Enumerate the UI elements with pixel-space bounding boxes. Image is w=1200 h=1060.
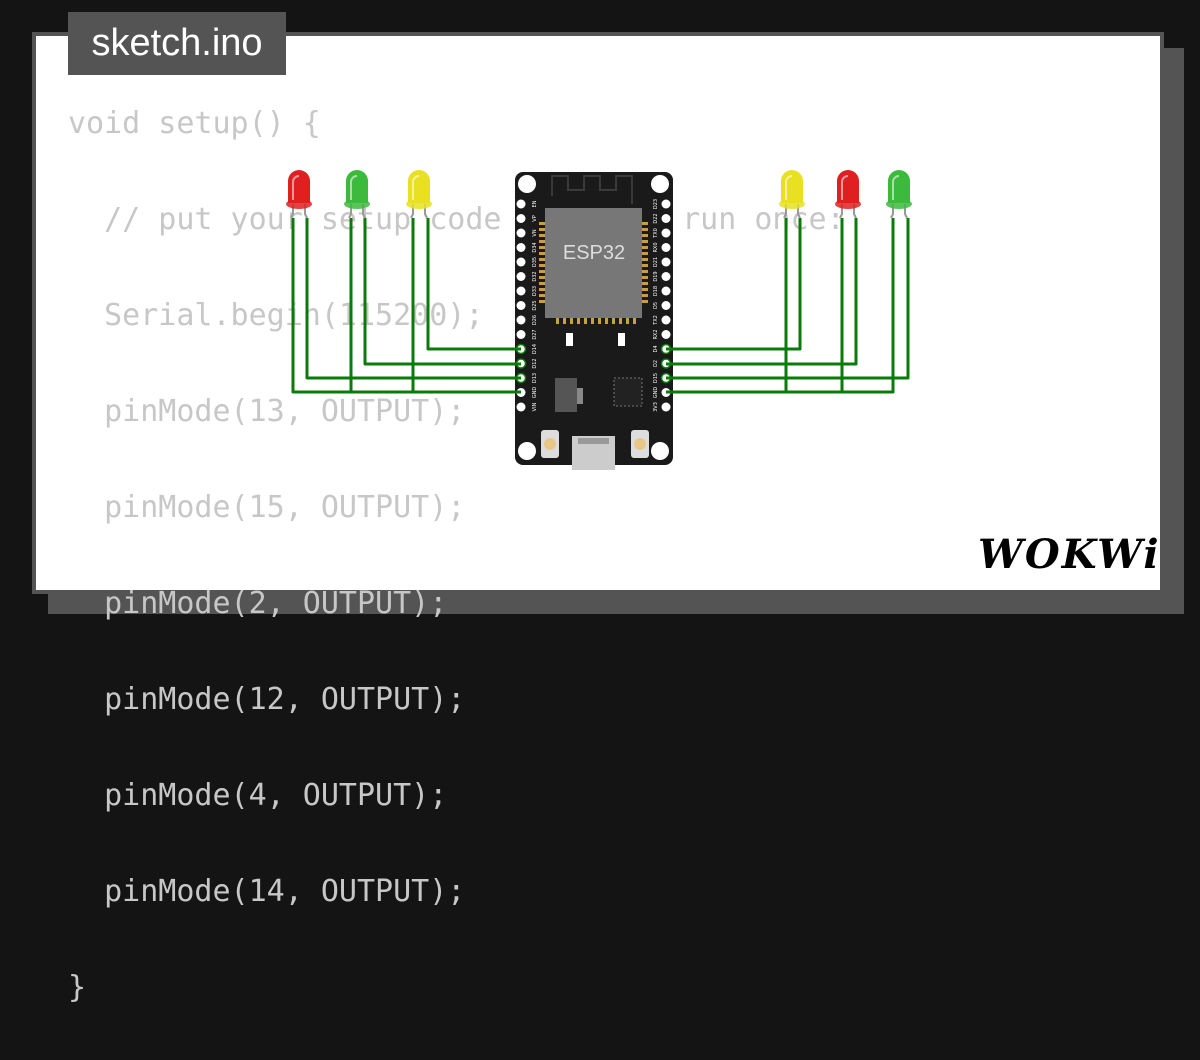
esp32-board[interactable]: ESP32 ENVPVND34D35D32D33D25D26D27D14D12D… [515,172,673,470]
pin-right-3v3[interactable] [661,402,671,412]
pin-label: D26 [532,315,538,325]
pin-label: D13 [532,373,538,383]
pin-label: TX0 [653,228,659,239]
pin-left-d26[interactable] [516,315,526,325]
pin-label: D32 [532,271,538,281]
pin-right-d22[interactable] [661,214,671,223]
pin-left-d35[interactable] [516,257,526,267]
pin-right-d18[interactable] [661,286,671,296]
pin-left-en[interactable] [516,199,526,209]
pin-label: D18 [653,286,659,296]
pin-label: D35 [532,257,538,267]
code-line: pinMode(4, OUTPUT); [68,778,448,813]
led-yellow[interactable] [406,170,432,219]
pin-right-rx2[interactable] [661,330,671,339]
pin-left-vp[interactable] [516,214,526,223]
pin-label: D34 [532,242,538,252]
pin-left-vin[interactable] [516,402,526,412]
en-button[interactable] [541,430,559,458]
pin-label: D4 [653,345,659,352]
led-yellow[interactable] [779,170,805,219]
pin-left-d27[interactable] [516,330,526,339]
pin-label: D25 [532,300,538,310]
pin-label: 3V3 [653,402,659,412]
pin-label: VIN [532,402,538,411]
pin-label: D33 [532,286,538,296]
led-red[interactable] [835,170,861,219]
pin-left-d33[interactable] [516,286,526,296]
pin-label: D27 [532,329,538,339]
pin-label: D14 [532,344,538,354]
file-tab[interactable]: sketch.ino [68,12,286,75]
pin-right-d5[interactable] [661,301,671,310]
pin-left-d34[interactable] [516,243,526,252]
pin-label: RX0 [653,242,659,252]
pin-right-d23[interactable] [661,199,671,209]
pin-label: D21 [653,257,659,267]
boot-button[interactable] [631,430,649,458]
pin-label: RX2 [653,329,659,339]
code-line: void setup() { [68,106,321,141]
code-line: pinMode(14, OUTPUT); [68,874,466,909]
pin-right-rx0[interactable] [661,243,671,252]
code-line: pinMode(13, OUTPUT); [68,394,466,429]
pin-left-vn[interactable] [516,228,526,238]
code-line: pinMode(15, OUTPUT); [68,490,466,525]
pin-label: TX2 [653,315,659,326]
chip-label: ESP32 [563,242,625,264]
code-line: pinMode(2, OUTPUT); [68,586,448,621]
pin-label: D22 [653,213,659,223]
led-red[interactable] [286,170,312,219]
pin-left-d32[interactable] [516,272,526,281]
wokwi-logo: WOKWi [978,531,1161,578]
wires [291,218,910,394]
code-line: pinMode(12, OUTPUT); [68,682,466,717]
usb-uart-chip [613,377,643,407]
code-line: } [68,970,87,1005]
pin-label: GND [653,387,659,399]
pin-label: D5 [653,302,659,309]
pin-label: VP [532,215,538,221]
pin-label: D19 [653,271,659,281]
led-green[interactable] [886,170,912,219]
pin-label: VN [532,229,538,236]
pin-label: D12 [532,358,538,368]
pin-label: GND [532,387,538,399]
pin-left-d25[interactable] [516,301,526,310]
pin-right-tx2[interactable] [661,315,671,325]
led-green[interactable] [344,170,370,219]
circuit-diagram: ESP32 ENVPVND34D35D32D33D25D26D27D14D12D… [286,170,1161,578]
voltage-regulator [555,378,577,412]
pin-label: EN [532,200,538,207]
pin-label: D23 [653,199,659,209]
pin-right-d21[interactable] [661,257,671,267]
pin-label: D15 [653,373,659,383]
pin-right-tx0[interactable] [661,228,671,238]
pin-label: D2 [653,360,659,367]
svg-text:WOKWi: WOKWi [978,531,1161,578]
pin-right-d19[interactable] [661,272,671,281]
esp32-module [545,208,642,318]
